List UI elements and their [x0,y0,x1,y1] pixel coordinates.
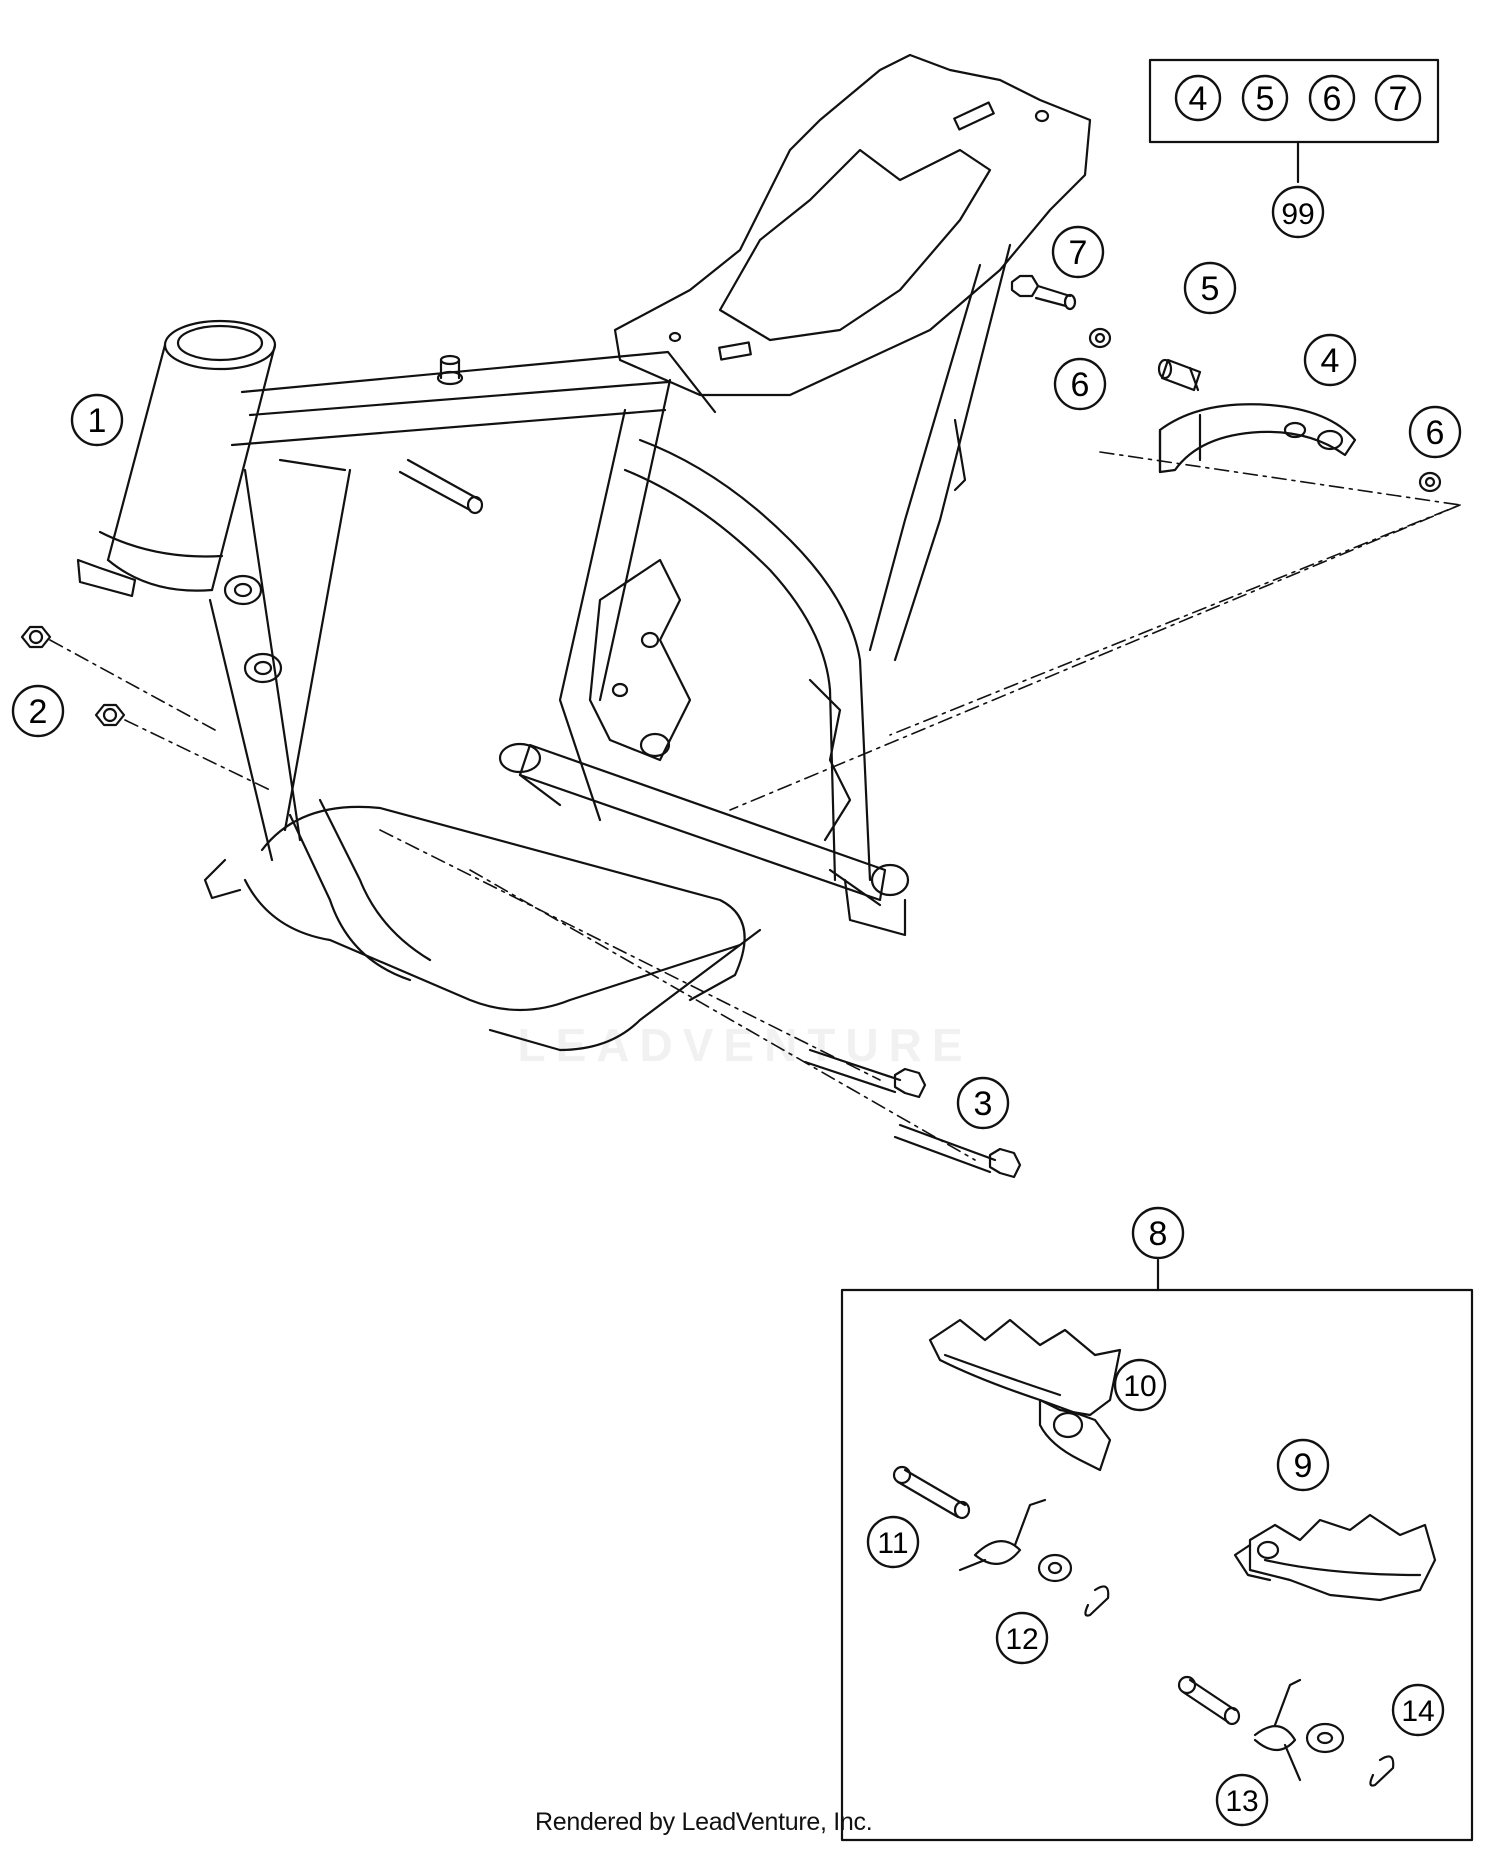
svg-text:5: 5 [1256,80,1275,118]
callout-12: 12 [995,1611,1049,1665]
kit-item-6-callout: 6 [1308,74,1356,122]
guard-hardware-drawing [1010,274,1442,493]
svg-text:4: 4 [1321,342,1340,380]
svg-text:1: 1 [88,402,107,440]
callout-9: 9 [1276,1438,1330,1492]
callout-7: 7 [1051,225,1105,279]
leadventure-watermark: LEADVENTURE [517,1019,973,1071]
callout-3: 3 [956,1076,1010,1130]
svg-text:8: 8 [1149,1215,1168,1253]
callout-10: 10 [1113,1358,1167,1412]
svg-text:13: 13 [1225,1785,1258,1818]
callout-1: 1 [70,393,124,447]
frame-drawing [76,53,1092,1052]
svg-text:11: 11 [877,1527,908,1560]
svg-text:6: 6 [1426,414,1445,452]
svg-text:9: 9 [1294,1447,1313,1485]
svg-text:5: 5 [1201,270,1220,308]
svg-text:7: 7 [1069,234,1088,272]
callout-6-right: 6 [1408,405,1462,459]
kit-item-5-callout: 5 [1241,74,1289,122]
callout-6-left: 6 [1053,357,1107,411]
kit-box [1148,58,1440,184]
kit-item-4-callout: 4 [1174,74,1222,122]
callout-5: 5 [1183,261,1237,315]
svg-text:10: 10 [1123,1370,1156,1403]
svg-text:12: 12 [1005,1623,1038,1656]
svg-text:6: 6 [1323,80,1342,118]
svg-text:2: 2 [29,693,48,731]
kit-99-callout: 99 [1271,185,1325,239]
svg-text:4: 4 [1189,80,1208,118]
svg-text:99: 99 [1281,198,1314,231]
callout-13: 13 [1215,1773,1269,1827]
footpeg-kit-box [840,1258,1474,1842]
render-credit: Rendered by LeadVenture, Inc. [535,1808,873,1836]
svg-text:3: 3 [974,1085,993,1123]
svg-text:6: 6 [1071,366,1090,404]
callout-2: 2 [11,684,65,738]
assembly-lines [49,451,1461,1161]
svg-text:7: 7 [1389,80,1408,118]
svg-text:14: 14 [1401,1695,1434,1728]
callout-4: 4 [1303,333,1357,387]
callout-8: 8 [1131,1206,1185,1260]
callout-14: 14 [1391,1683,1445,1737]
kit-item-7-callout: 7 [1374,74,1422,122]
hardware-drawing [20,625,1022,1179]
callout-11: 11 [866,1515,920,1569]
